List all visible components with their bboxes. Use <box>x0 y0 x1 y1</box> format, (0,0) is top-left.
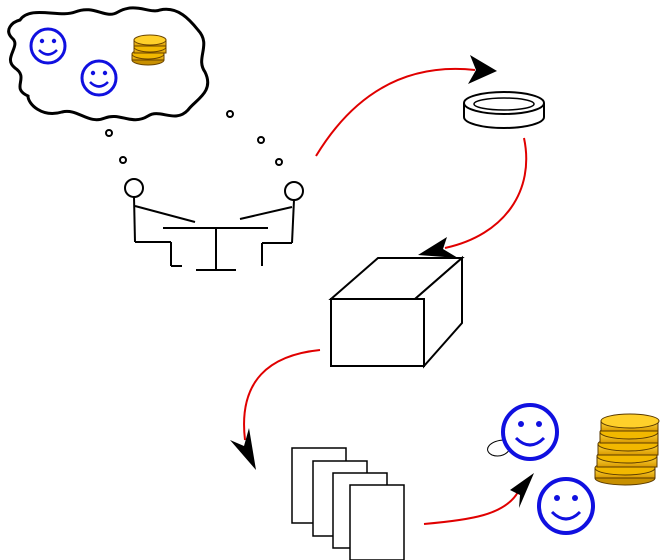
smiley-face-icon <box>501 403 559 461</box>
smiley-face-icon <box>29 27 67 65</box>
thought-bubbles-right <box>226 110 283 166</box>
smiley-face-icon <box>537 477 595 535</box>
curved-arrow-icon <box>418 137 528 258</box>
curved-arrow-icon <box>230 349 321 470</box>
disk-icon <box>463 91 545 129</box>
coin-stack-icon <box>131 34 167 66</box>
coin-stack-icon <box>594 413 660 486</box>
smiley-face-icon <box>80 59 118 97</box>
thought-bubbles-left <box>105 129 127 164</box>
people-at-table-icon <box>124 178 304 271</box>
curved-arrow-icon <box>423 473 534 525</box>
documents-stack-icon <box>291 447 405 560</box>
box-icon <box>328 255 465 369</box>
curved-arrow-icon <box>315 55 497 157</box>
thought-cloud <box>7 6 210 122</box>
happy-customers <box>487 403 660 535</box>
